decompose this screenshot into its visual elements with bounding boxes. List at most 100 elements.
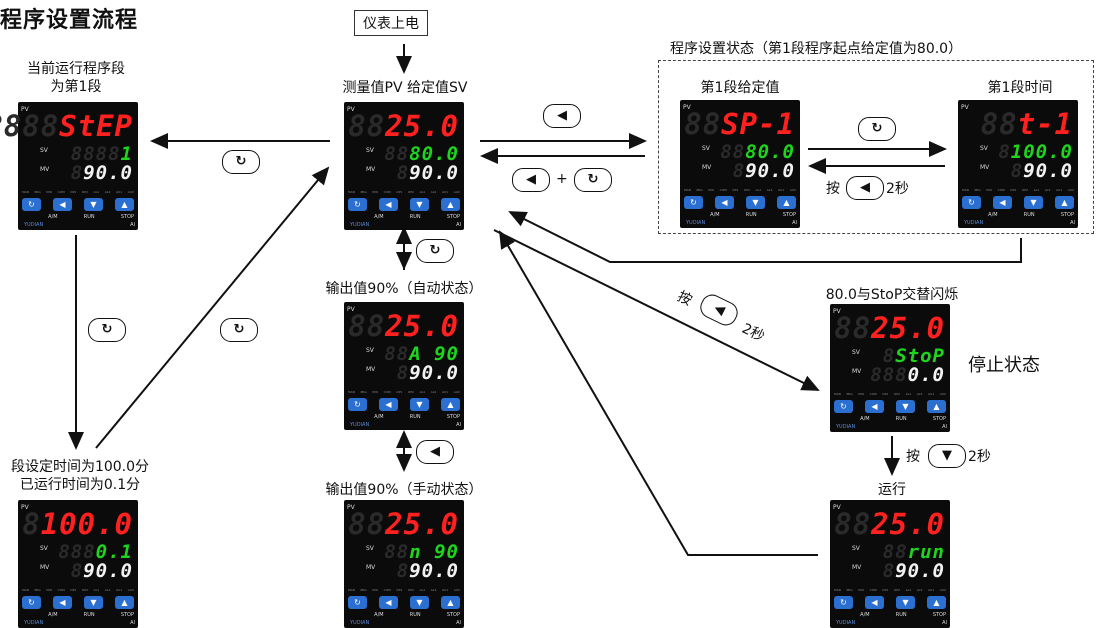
led-label: AL2: [916, 588, 923, 592]
led-label: PRG: [696, 188, 703, 192]
led-label: MIO: [858, 588, 865, 592]
led-label: AU2: [453, 588, 460, 592]
power-on-box: 仪表上电: [354, 10, 428, 36]
led-label: OP1: [882, 588, 889, 592]
set-button-icon: ↻: [348, 198, 367, 211]
pv-readout: 8825.0: [834, 507, 945, 541]
left-key-icon: ◀: [512, 168, 550, 192]
led-label: OP1: [70, 588, 77, 592]
sv-readout: 8880.1: [58, 541, 133, 563]
model-label: AI: [456, 422, 461, 428]
led-label: PRG: [846, 588, 853, 592]
panel-buttons: ↻◀▼▲: [834, 596, 946, 610]
led-label: AL2: [766, 188, 773, 192]
mv-readout: 890.0: [1010, 160, 1073, 182]
up-button-icon: ▲: [115, 596, 134, 609]
led-label: OP1: [1010, 188, 1017, 192]
led-label: OP1: [70, 190, 77, 194]
brand-logo: YUDIAN: [350, 620, 370, 626]
run-caption: 运行: [878, 482, 906, 498]
down-button-icon: ▼: [896, 596, 915, 609]
led-label: PRG: [34, 190, 41, 194]
down-button-icon: ▼: [746, 196, 765, 209]
set-button-icon: ↻: [22, 596, 41, 609]
led-label: MAN: [348, 190, 355, 194]
led-label: COM: [383, 190, 391, 194]
led-label: OP2: [81, 190, 88, 194]
led-label: AU1: [441, 588, 449, 592]
sv-readout: 88run: [882, 541, 945, 563]
led-label: MIO: [46, 190, 53, 194]
set-button-icon: ↻: [962, 196, 981, 209]
led-label: AL2: [430, 190, 437, 194]
mv-readout: 8880.0: [870, 364, 945, 386]
pv-label: PV: [21, 504, 29, 511]
set-key-icon: ↻: [574, 168, 612, 192]
left-button-icon: ◀: [993, 196, 1012, 209]
led-label: MAN: [834, 392, 841, 396]
led-label: AU2: [453, 390, 460, 394]
led-label: PRG: [360, 190, 367, 194]
mv-readout: 890.0: [396, 162, 459, 184]
up-button-icon: ▲: [441, 398, 460, 411]
set-button-icon: ↻: [22, 198, 41, 211]
two-sec-label: 2秒: [968, 449, 991, 465]
set-button-icon: ↻: [348, 398, 367, 411]
brand-logo: YUDIAN: [836, 424, 856, 430]
down-button-icon: ▼: [896, 400, 915, 413]
led-label: AU2: [127, 588, 134, 592]
led-label: AL2: [430, 390, 437, 394]
sv-readout: 8880.0: [720, 141, 795, 163]
down-button-icon: ▼: [1024, 196, 1043, 209]
pv-readout: 8825.0: [348, 309, 459, 343]
pv-label: PV: [347, 306, 355, 313]
led-label: OP1: [396, 588, 403, 592]
output-auto-caption: 输出值90%（自动状态）: [325, 281, 483, 297]
mv-label: MV: [980, 164, 990, 171]
pv-readout: 8100.0: [22, 507, 133, 541]
arrow-seg-main: [95, 166, 330, 449]
sv-label: SV: [366, 347, 374, 354]
sv-label: SV: [366, 545, 374, 552]
output-manual-caption: 输出值90%（手动状态）: [325, 482, 483, 498]
plus-label: +: [556, 171, 568, 187]
set-button-icon: ↻: [684, 196, 703, 209]
mv-label: MV: [702, 164, 712, 171]
led-label: AU2: [789, 188, 796, 192]
led-label: AU2: [453, 190, 460, 194]
sv-label: SV: [852, 349, 860, 356]
led-label: AU2: [939, 392, 946, 396]
two-sec-label: 2秒: [886, 181, 909, 197]
set-key-icon: ↻: [858, 117, 896, 141]
left-button-icon: ◀: [53, 596, 72, 609]
led-label: AL1: [419, 588, 426, 592]
sv-label: SV: [702, 145, 710, 152]
mv-label: MV: [852, 368, 862, 375]
up-button-icon: ▲: [777, 196, 796, 209]
led-label: AU1: [115, 190, 123, 194]
led-label: AL1: [93, 190, 100, 194]
led-label: AL2: [430, 588, 437, 592]
left-button-icon: ◀: [865, 400, 884, 413]
led-label: MAN: [962, 188, 969, 192]
left-button-icon: ◀: [379, 198, 398, 211]
program-setting-region: [658, 60, 1094, 234]
mv-label: MV: [852, 564, 862, 571]
sv-readout: 88n 90: [384, 541, 459, 563]
led-label: MIO: [46, 588, 53, 592]
down-button-icon: ▼: [84, 596, 103, 609]
up-button-icon: ▲: [115, 198, 134, 211]
led-label: OP1: [396, 390, 403, 394]
led-label: AL1: [419, 190, 426, 194]
